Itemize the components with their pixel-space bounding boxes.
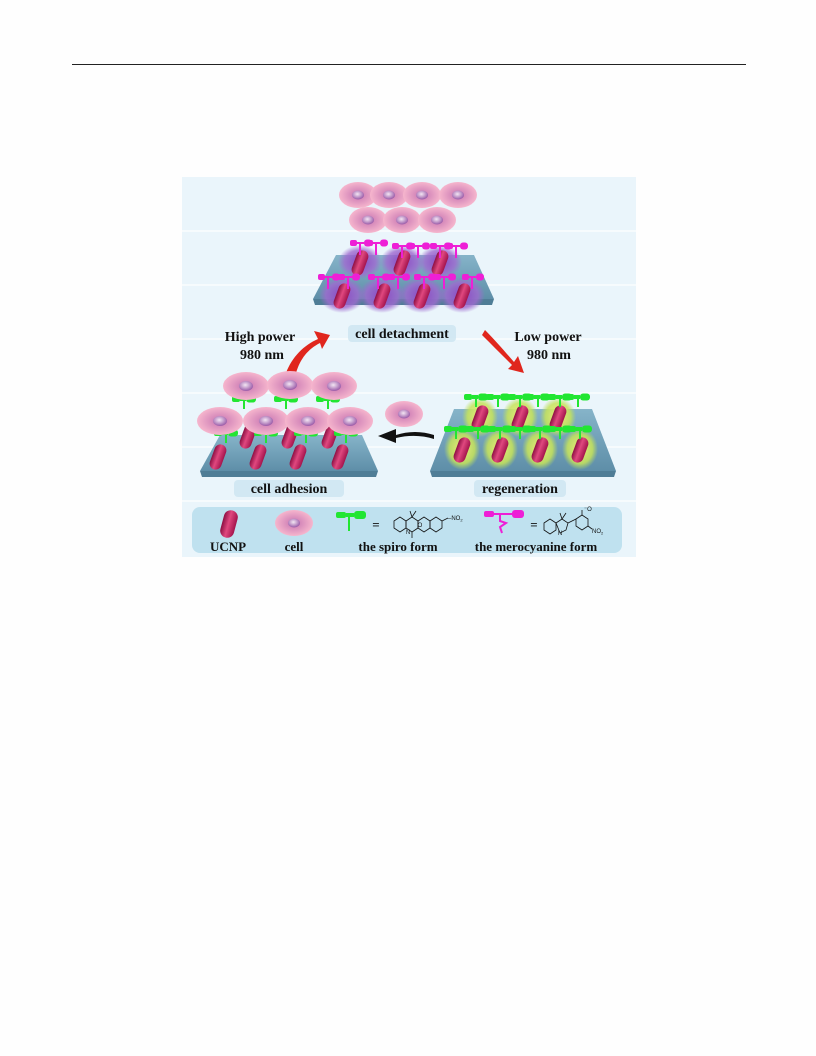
legend-merocyanine-equals: =: [530, 517, 537, 532]
label-cell-adhesion: cell adhesion: [251, 482, 328, 497]
spiro-nitrogen-label: N: [406, 530, 410, 536]
header-rule: [72, 64, 746, 65]
merocyanine-structure-icon: [543, 510, 593, 535]
label-high-power: High power: [225, 330, 295, 345]
legend-spiro-equals: =: [372, 517, 379, 532]
spiro-oxygen-label: O: [418, 523, 423, 529]
legend-ucnp-label: UCNP: [210, 539, 246, 554]
legend-spiro-icon: [336, 511, 366, 531]
top-ucnp-row-back: [338, 238, 469, 279]
regeneration-ucnps-front: [443, 424, 598, 470]
label-low-power: Low power: [514, 330, 581, 345]
legend-spiro-label: the spiro form: [358, 539, 437, 554]
label-cell-detachment: cell detachment: [355, 327, 449, 342]
legend-ucnp-icon: [220, 510, 238, 538]
legend-cell-icon: [275, 510, 313, 536]
figure-photoswitch-cell-adhesion: cell detachment High power 980 nm Low po…: [182, 177, 636, 557]
spiro-structure-icon: [393, 510, 449, 538]
label-regeneration: regeneration: [482, 482, 558, 497]
legend: UCNP cell = O N –NO2 the spiro form: [192, 507, 622, 554]
label-low-power-wavelength: 980 nm: [527, 348, 571, 363]
figure-background: [182, 177, 636, 557]
top-ucnp-row-front: [317, 272, 485, 313]
legend-merocyanine-label: the merocyanine form: [475, 539, 598, 554]
adhesion-arrow: [378, 429, 434, 443]
merocyanine-oxygen-label: ⁻O: [584, 507, 592, 513]
high-power-arrow: [286, 331, 330, 373]
merocyanine-nitro-label: NO2: [592, 529, 604, 536]
legend-merocyanine-icon: [484, 510, 524, 534]
label-high-power-wavelength: 980 nm: [240, 348, 284, 363]
legend-cell-label: cell: [285, 539, 304, 554]
low-power-arrow: [482, 330, 524, 373]
spiro-nitro-label: –NO2: [448, 516, 463, 523]
loose-cell: [385, 401, 423, 427]
figure-svg: cell detachment High power 980 nm Low po…: [182, 177, 636, 557]
merocyanine-nitrogen-label: N: [558, 531, 562, 537]
